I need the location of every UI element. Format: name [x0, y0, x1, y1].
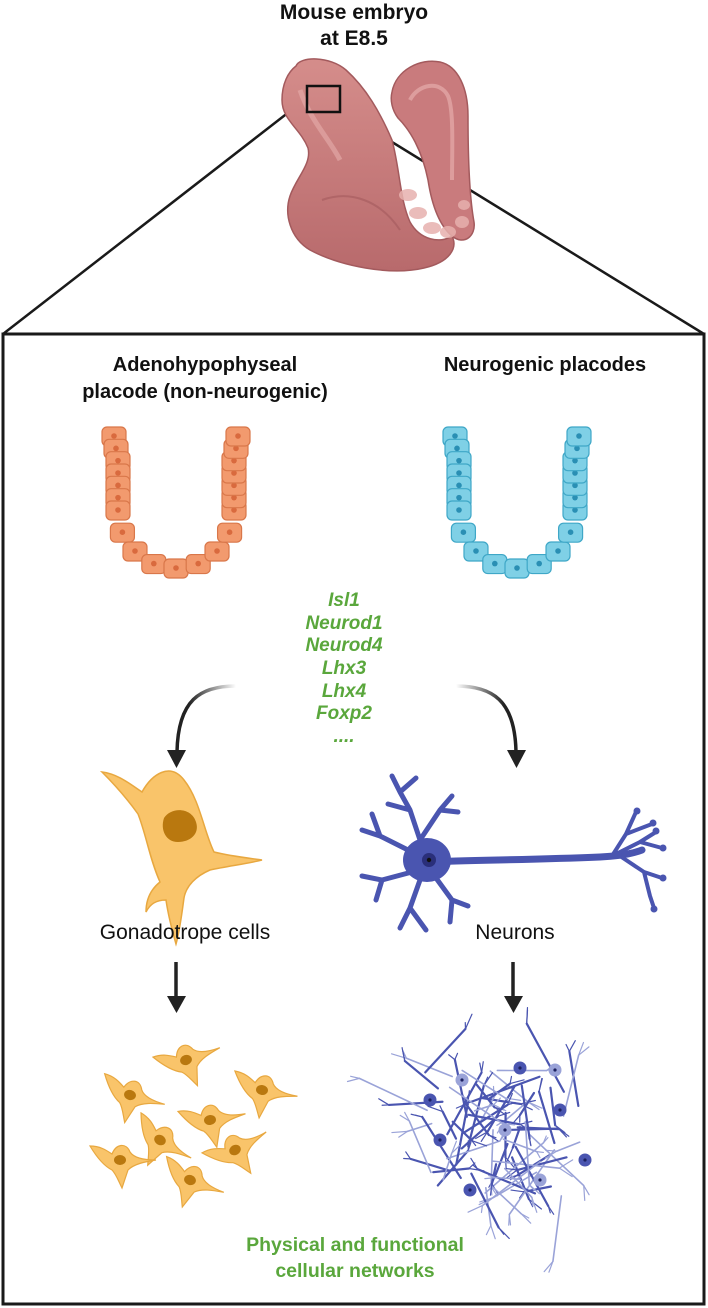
- gene-label: Lhx4: [321, 680, 367, 702]
- neurogenic-placode-illustration: [442, 426, 592, 579]
- zoom-line-left: [2, 97, 308, 335]
- adenohypophyseal-heading-line2: placode (non-neurogenic): [82, 381, 328, 403]
- neurite: [441, 1110, 458, 1140]
- network-gonadotrope-cell: [88, 1144, 157, 1190]
- neurite: [520, 1084, 531, 1140]
- right-curved-arrow-shaft: [455, 684, 518, 753]
- differentiation-arrows: [167, 595, 526, 1013]
- network-gonadotrope-cell: [165, 1155, 225, 1209]
- neurite: [451, 1120, 474, 1142]
- neurite: [552, 1195, 563, 1263]
- neurite: [487, 1082, 512, 1101]
- networks-caption: Physical and functional cellular network…: [180, 1232, 530, 1284]
- neurite: [424, 1027, 467, 1074]
- neurite: [403, 1059, 440, 1090]
- neurite: [432, 1167, 471, 1174]
- network-gonadotrope-cell: [140, 1111, 192, 1167]
- neurite: [462, 1103, 509, 1134]
- neurite: [549, 1086, 557, 1127]
- neurite: [462, 1100, 490, 1137]
- left-lower-arrow-head: [167, 996, 186, 1013]
- gene-list: Isl1 Neurod1 Neurod4 Lhx3 Lhx4 Foxp2 ...…: [274, 590, 414, 749]
- right-lower-arrow-head: [504, 996, 523, 1013]
- neurite: [481, 1160, 541, 1207]
- neurite: [453, 1058, 468, 1118]
- network-gonadotrope-cell: [151, 1044, 221, 1088]
- neurite: [490, 1129, 494, 1188]
- neurite: [408, 1120, 432, 1174]
- adenohypophyseal-heading-line1: Adenohypophyseal: [112, 354, 298, 376]
- neurite: [492, 1186, 522, 1215]
- neurite: [469, 1075, 541, 1103]
- zoom-box: [305, 84, 342, 114]
- embryo-title-line1: Mouse embryo: [279, 1, 429, 24]
- neurite: [525, 1022, 565, 1093]
- neurite: [358, 1077, 428, 1112]
- neurite: [524, 1120, 531, 1186]
- network-gonadotrope-cell: [233, 1070, 298, 1120]
- neurite: [446, 1140, 501, 1160]
- neuron-illustration: [359, 773, 667, 933]
- mouse-embryo-illustration: [281, 58, 475, 272]
- zoom-line-right: [339, 108, 705, 336]
- adenohypophyseal-heading: Adenohypophyseal placode (non-neurogenic…: [60, 352, 350, 406]
- neurite: [562, 1054, 580, 1117]
- neurite: [504, 1167, 533, 1199]
- gonadotrope-network-illustration: [88, 1044, 298, 1209]
- embryo-title: Mouse embryo at E8.5: [234, 0, 474, 52]
- gene-label: Neurod4: [305, 635, 383, 657]
- networks-caption-line2: cellular networks: [275, 1260, 435, 1282]
- adenohypophyseal-placode-illustration: [101, 426, 251, 579]
- neurite: [470, 1172, 500, 1229]
- zoom-frame: [1, 97, 706, 1306]
- gene-label: Foxp2: [316, 703, 372, 725]
- neurite: [461, 1069, 507, 1099]
- neuronal-network-illustration: [346, 1007, 592, 1273]
- neurite: [568, 1050, 580, 1107]
- networks-caption-line1: Physical and functional: [246, 1234, 464, 1256]
- neurite: [475, 1083, 496, 1109]
- neurite: [409, 1157, 450, 1172]
- neurite: [537, 1090, 556, 1145]
- gene-label: Lhx3: [321, 658, 367, 680]
- neurite: [516, 1156, 568, 1172]
- neurite: [490, 1163, 498, 1185]
- neurite: [473, 1103, 495, 1112]
- network-gonadotrope-cell: [176, 1104, 246, 1149]
- neurite: [556, 1141, 581, 1152]
- neurite: [455, 1103, 469, 1166]
- neurite: [502, 1138, 538, 1153]
- neurite: [448, 1086, 504, 1125]
- panel-border: [1, 332, 706, 1306]
- gene-label-ellipsis: ....: [333, 726, 355, 748]
- neurite: [493, 1142, 509, 1178]
- gene-label: Neurod1: [305, 612, 383, 634]
- neurite: [511, 1126, 522, 1149]
- right-arrow-head: [507, 750, 526, 768]
- neurite: [518, 1091, 536, 1117]
- neurite: [514, 1145, 550, 1208]
- left-curved-arrow-shaft: [175, 684, 237, 753]
- embryo-title-line2: at E8.5: [320, 27, 388, 50]
- neurogenic-heading: Neurogenic placodes: [443, 354, 647, 376]
- neurite: [489, 1070, 529, 1103]
- neurons-label: Neurons: [475, 921, 555, 944]
- gonadotrope-cells-label: Gonadotrope cells: [99, 921, 271, 944]
- gene-label: Isl1: [328, 590, 360, 611]
- network-gonadotrope-cell: [200, 1131, 267, 1175]
- network-gonadotrope-cell: [103, 1072, 165, 1125]
- neurite: [442, 1152, 453, 1181]
- neurite: [508, 1149, 556, 1216]
- left-arrow-head: [167, 750, 186, 768]
- gonadotrope-cell-illustration: [99, 770, 263, 947]
